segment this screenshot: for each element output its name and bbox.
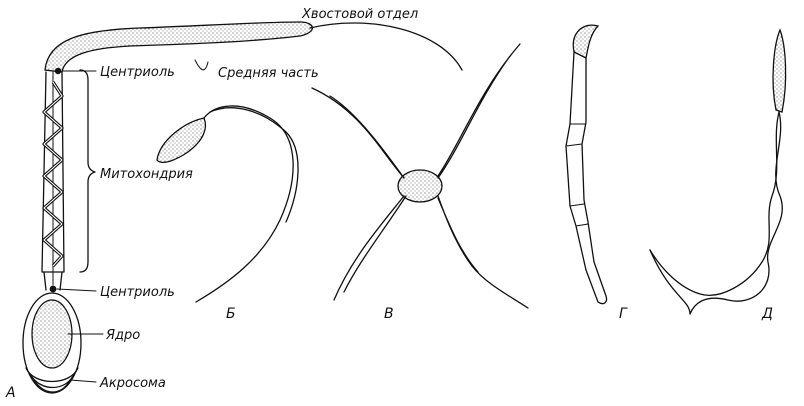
panel-v-arm-bottom-right [437,195,529,309]
panel-v-drawing [311,43,529,309]
panel-g-body [565,51,608,305]
panel-a-drawing [22,21,463,394]
panel-label-b: Б [226,306,236,322]
panel-g-drawing [565,24,608,305]
tail-flagellum [309,22,463,71]
panel-d-membrane [649,111,783,315]
panel-g-head [572,24,600,59]
label-tail: Хвостовой отдел [301,7,418,22]
centriole-top-dot [54,67,62,75]
label-centriole-top: Центриоль [100,65,175,80]
head-outline [22,292,82,394]
centriole-bottom-dot [49,285,57,293]
panel-b-head [156,117,207,164]
mitochondria-bracket [79,69,96,273]
label-midpiece: Средняя часть [218,66,319,81]
panel-v-arm-top-left [311,87,405,179]
label-mitochondria: Митохондрия [100,167,193,182]
panel-b-tail [195,105,294,303]
panel-d-drawing [649,28,787,315]
panel-b-drawing [156,105,299,303]
acrosome-cap [25,367,79,382]
nucleus [31,299,73,369]
panel-v-arm-bottom-left [333,195,407,301]
panel-d-head [772,28,787,113]
panel-label-d: Д [761,306,773,322]
tail-piece [44,21,314,73]
panel-label-g: Г [619,306,628,322]
panel-v-body [397,169,443,203]
panel-label-v: В [384,306,394,322]
label-acrosome: Акросома [99,376,166,391]
panel-label-a: А [5,385,16,401]
label-nucleus: Ядро [105,328,140,343]
panel-d-tail [649,111,780,296]
panel-v-arm-top-right [437,43,521,179]
label-centriole-bottom: Центриоль [100,285,175,300]
